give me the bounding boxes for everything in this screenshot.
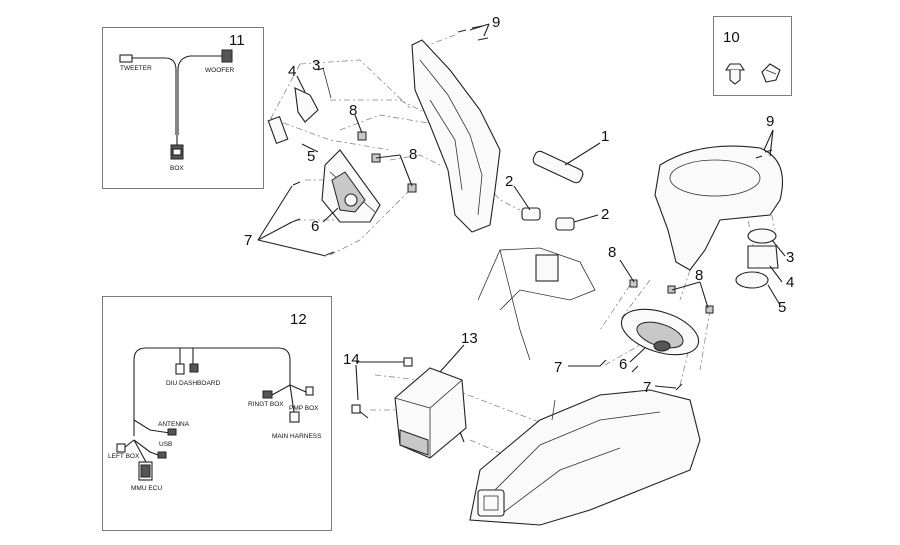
label-diu-dashboard: DIU DASHBOARD: [166, 380, 221, 387]
center-fuse-parts: [477, 150, 596, 361]
left-side-panel: [411, 25, 501, 233]
callout-8: 8: [695, 267, 704, 284]
label-woofer: WOOFER: [205, 67, 235, 74]
control-unit: [351, 357, 467, 459]
label-tweeter: TWEETER: [120, 65, 152, 72]
callout-13: 13: [461, 330, 478, 347]
callout-7: 7: [244, 232, 253, 249]
callout-9: 9: [492, 14, 501, 31]
label-mmu-ecu: MMU ECU: [131, 485, 163, 492]
callout-7: 7: [554, 359, 563, 376]
callout-3: 3: [312, 57, 321, 74]
callout-8: 8: [349, 102, 358, 119]
label-antenna: ANTENNA: [158, 421, 190, 428]
callout-9: 9: [766, 113, 775, 130]
label-main-harness: MAIN HARNESS: [272, 433, 322, 440]
callout-7: 7: [643, 379, 652, 396]
callout-4: 4: [288, 63, 297, 80]
callout-2: 2: [505, 173, 514, 190]
inset-clips-10: [713, 16, 792, 96]
bottom-frame: [469, 389, 701, 526]
callout-4: 4: [786, 274, 795, 291]
harness-11-wiring: [119, 49, 233, 160]
clips-10: [724, 63, 781, 85]
leader-lines: [257, 23, 786, 401]
label-left-box: LEFT BOX: [108, 453, 140, 460]
callout-14: 14: [343, 351, 360, 368]
label-ringt-box: RINGT BOX: [248, 401, 284, 408]
callout-6: 6: [311, 218, 320, 235]
callout-3: 3: [786, 249, 795, 266]
callout-6: 6: [619, 356, 628, 373]
callout-5: 5: [307, 148, 316, 165]
label-box: BOX: [170, 165, 184, 172]
inset-harness-11: [102, 27, 264, 189]
callout-8: 8: [608, 244, 617, 261]
callout-10: 10: [723, 29, 740, 46]
label-usb: USB: [159, 441, 173, 448]
right-rear-cover: [654, 145, 784, 271]
callout-8: 8: [409, 146, 418, 163]
harness-12-wiring: [116, 347, 314, 481]
callout-2: 2: [601, 206, 610, 223]
label-pmp-box: PMP BOX: [289, 405, 319, 412]
callout-5: 5: [778, 299, 787, 316]
callout-12: 12: [290, 311, 307, 328]
left-speaker-assembly: [267, 67, 417, 256]
callout-1: 1: [601, 128, 610, 145]
right-speaker-assembly: [599, 228, 779, 391]
callout-11: 11: [229, 32, 245, 49]
